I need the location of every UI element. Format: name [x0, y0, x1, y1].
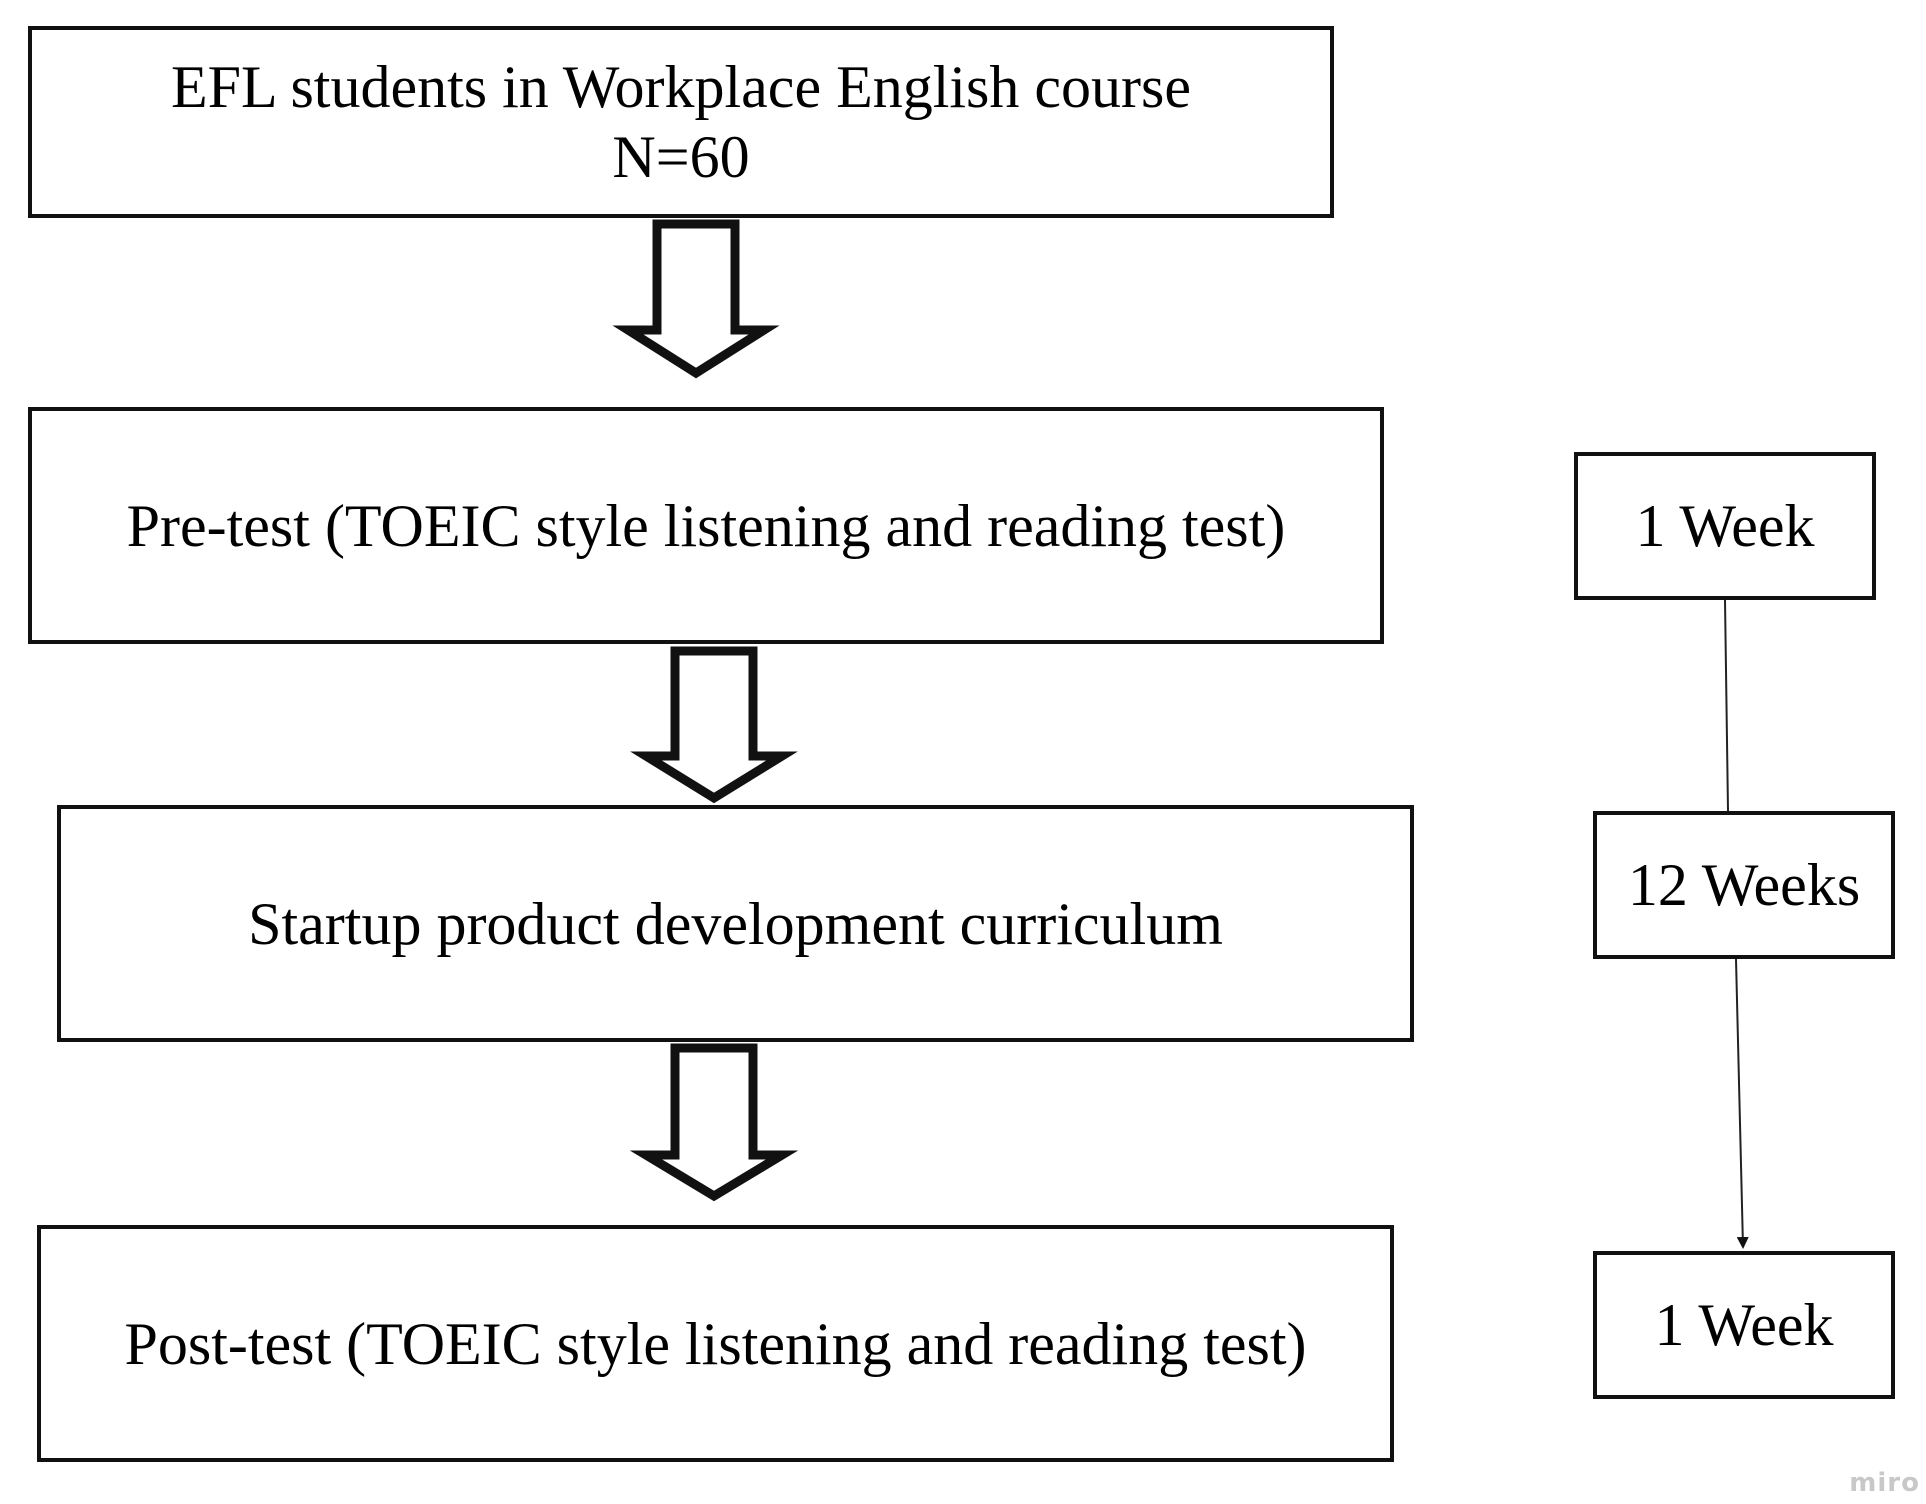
curriculum-label: Startup product development curriculum: [248, 890, 1223, 957]
timeline-connector: [1724, 599, 1729, 812]
duration-box-curriculum: 12 Weeks: [1593, 811, 1895, 959]
pretest-box: Pre-test (TOEIC style listening and read…: [28, 407, 1384, 644]
curriculum-box: Startup product development curriculum: [57, 805, 1414, 1042]
posttest-box: Post-test (TOEIC style listening and rea…: [37, 1225, 1394, 1462]
down-arrow-icon: [612, 219, 780, 379]
pretest-label: Pre-test (TOEIC style listening and read…: [126, 492, 1286, 559]
down-arrow-icon: [630, 646, 798, 804]
duration-label: 1 Week: [1654, 1292, 1834, 1358]
duration-box-pretest: 1 Week: [1574, 452, 1876, 600]
participants-box: EFL students in Workplace English course…: [28, 26, 1334, 218]
participants-label: EFL students in Workplace English course: [171, 54, 1191, 120]
down-arrow-icon: [629, 1043, 799, 1202]
duration-label: 12 Weeks: [1627, 852, 1861, 918]
posttest-label: Post-test (TOEIC style listening and rea…: [124, 1310, 1307, 1377]
duration-box-posttest: 1 Week: [1593, 1251, 1895, 1399]
duration-label: 1 Week: [1635, 493, 1815, 559]
timeline-connector: [1735, 958, 1749, 1249]
miro-watermark: miro: [1849, 1468, 1920, 1498]
participants-count: N=60: [612, 124, 750, 190]
